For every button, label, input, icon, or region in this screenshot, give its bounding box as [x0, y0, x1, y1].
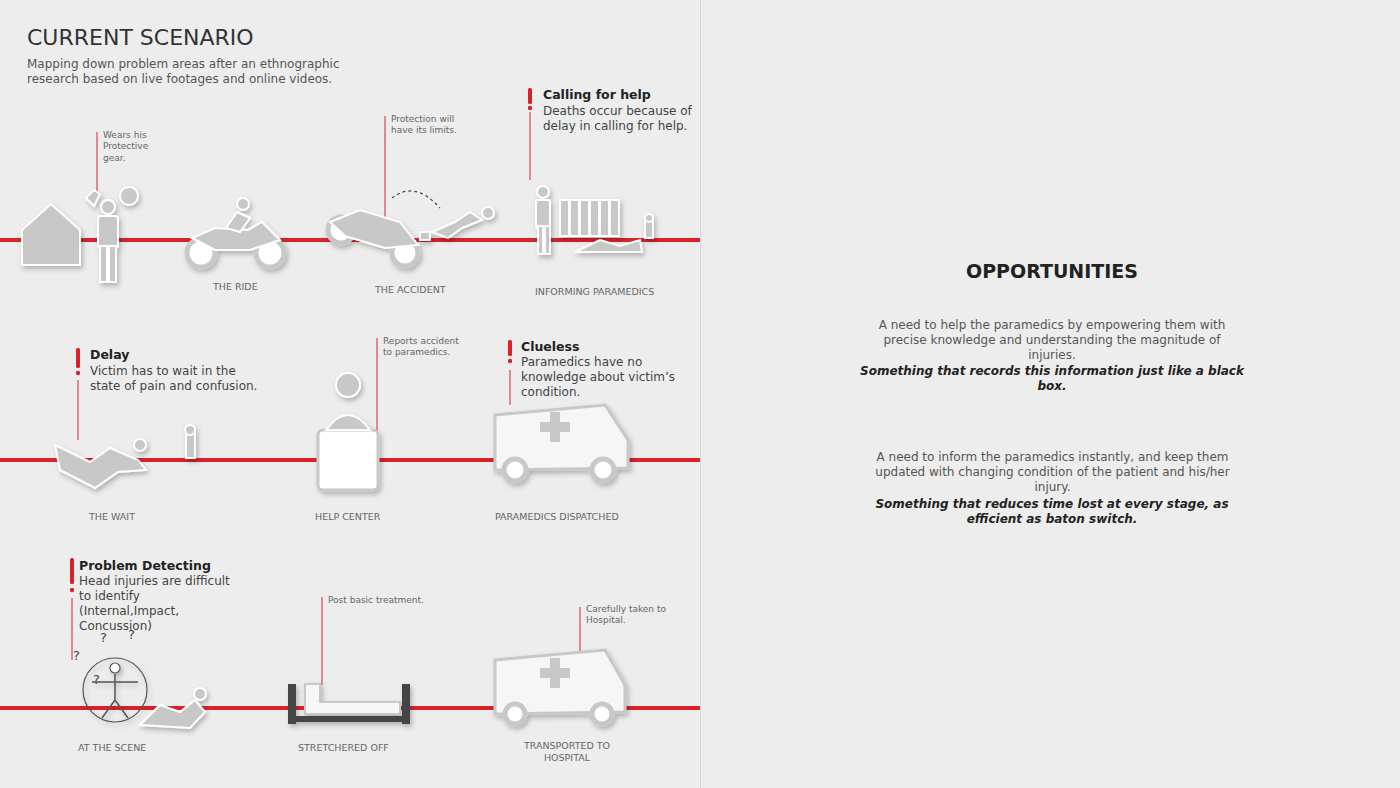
stage-name: HELP CENTER — [315, 511, 380, 523]
problem-heading: Clueless — [521, 339, 579, 355]
stage-name: TRANSPORTED TO HOSPITAL — [512, 740, 622, 764]
problem-heading: Delay — [90, 347, 129, 363]
note: Carefully taken to Hospital. — [586, 604, 666, 627]
problem-heading: Problem Detecting — [79, 558, 211, 574]
question-mark: ? — [93, 672, 100, 688]
divider — [700, 0, 701, 788]
page-title: CURRENT SCENARIO — [27, 24, 254, 52]
question-mark: ? — [73, 648, 80, 664]
problem-text: Head injuries are difficult to identify … — [79, 574, 234, 634]
problem-heading: Calling for help — [543, 87, 651, 103]
problem-text: Victim has to wait in the state of pain … — [90, 364, 258, 394]
leader-lines — [72, 112, 580, 685]
opportunity-idea: Something that records this information … — [857, 364, 1247, 394]
opportunity-text: A need to inform the paramedics instantl… — [860, 450, 1245, 495]
stage-name: INFORMING PARAMEDICS — [535, 286, 654, 298]
stage-name: THE RIDE — [213, 281, 258, 293]
stage-name: PARAMEDICS DISPATCHED — [495, 511, 619, 523]
opportunity-idea: Something that reduces time lost at ever… — [857, 497, 1247, 527]
note: Wears his Protective gear. — [103, 130, 173, 164]
note: Post basic treatment. — [328, 595, 424, 606]
stage-name: THE ACCIDENT — [375, 284, 446, 296]
stage-name: STRETCHERED OFF — [298, 742, 389, 754]
opportunity-text: A need to help the paramedics by empower… — [862, 318, 1242, 363]
section-heading: OPPORTUNITIES — [966, 260, 1138, 284]
problem-text: Deaths occur because of delay in calling… — [543, 104, 697, 134]
page-subtitle: Mapping down problem areas after an ethn… — [27, 57, 382, 87]
stage-name: THE WAIT — [89, 511, 135, 523]
icons — [22, 186, 653, 728]
alert-marks — [70, 88, 532, 592]
question-mark: ? — [128, 627, 135, 643]
question-mark: ? — [100, 630, 107, 646]
trajectory — [392, 191, 440, 208]
stage-name: AT THE SCENE — [78, 742, 146, 754]
note: Protection will have its limits. — [391, 114, 463, 137]
problem-text: Paramedics have no knowledge about victi… — [521, 355, 697, 400]
note: Reports accident to paramedics. — [383, 336, 461, 359]
